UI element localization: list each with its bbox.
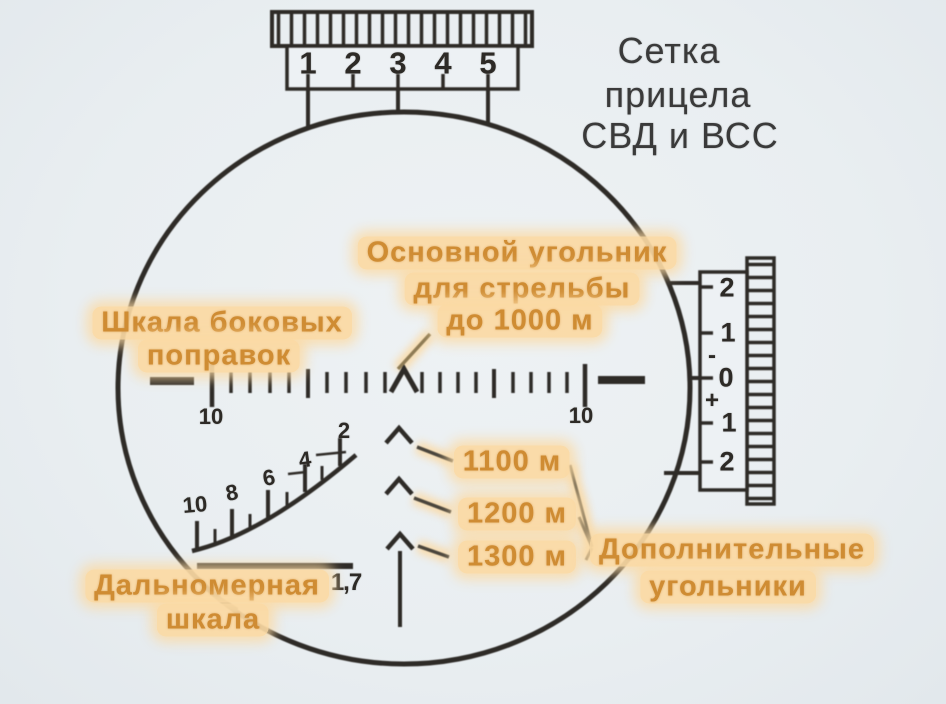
main-chevron-label-line-1: Основной угольник	[357, 236, 677, 270]
elevation-turret-number: 4	[434, 45, 452, 81]
range-label-1100: 1100 м	[453, 445, 571, 479]
main-chevron-label-line-3: до 1000 м	[437, 304, 603, 338]
windage-minus-sign: -	[708, 342, 716, 369]
range-label-1300: 1300 м	[457, 540, 577, 574]
elevation-turret-number: 5	[479, 45, 497, 81]
windage-turret-number: 1	[720, 317, 736, 348]
diagram-title-line-2: прицела	[604, 74, 752, 115]
scope-circle	[115, 109, 693, 667]
aux-chevrons-icon	[384, 424, 415, 627]
elevation-turret-number: 2	[344, 45, 362, 81]
windage-turret-number: 1	[721, 407, 737, 438]
windage-turret-drawing	[664, 256, 776, 506]
rangefinder-label-line-1: Дальномерная	[85, 569, 329, 603]
main-chevron-icon	[388, 363, 420, 394]
main-chevron-label-line-2: для стрельбы	[404, 272, 640, 306]
diagram-title-line-1: Сетка	[617, 30, 721, 71]
rangefinder-number: 2	[337, 418, 351, 443]
rangefinder-scale-drawing	[191, 438, 358, 569]
aux-chevrons-label-line-2: угольники	[640, 570, 816, 604]
windage-turret-number: 2	[719, 272, 735, 303]
elevation-turret-drawing	[270, 10, 534, 128]
aux-chevrons-label-line-1: Дополнительные	[590, 533, 874, 567]
lateral-scale-left-value: 10	[198, 404, 224, 429]
lateral-scale-drawing	[150, 364, 645, 407]
range-label-1200: 1200 м	[457, 497, 577, 531]
target-height-value: 1,7	[330, 569, 362, 596]
windage-plus-sign: +	[704, 387, 720, 414]
elevation-turret-number: 1	[299, 45, 317, 81]
rangefinder-number: 10	[181, 490, 209, 519]
windage-turret-number: 0	[718, 362, 734, 393]
windage-turret-number: 2	[719, 446, 735, 477]
diagram-title-line-3: СВД и ВСС	[581, 115, 779, 156]
lateral-scale-label-line-2: поправок	[137, 339, 301, 373]
lateral-scale-right-value: 10	[568, 403, 594, 428]
rangefinder-label-line-2: шкала	[156, 603, 270, 637]
elevation-turret-number: 3	[389, 45, 407, 81]
lateral-scale-label-line-1: Шкала боковых	[92, 306, 352, 340]
